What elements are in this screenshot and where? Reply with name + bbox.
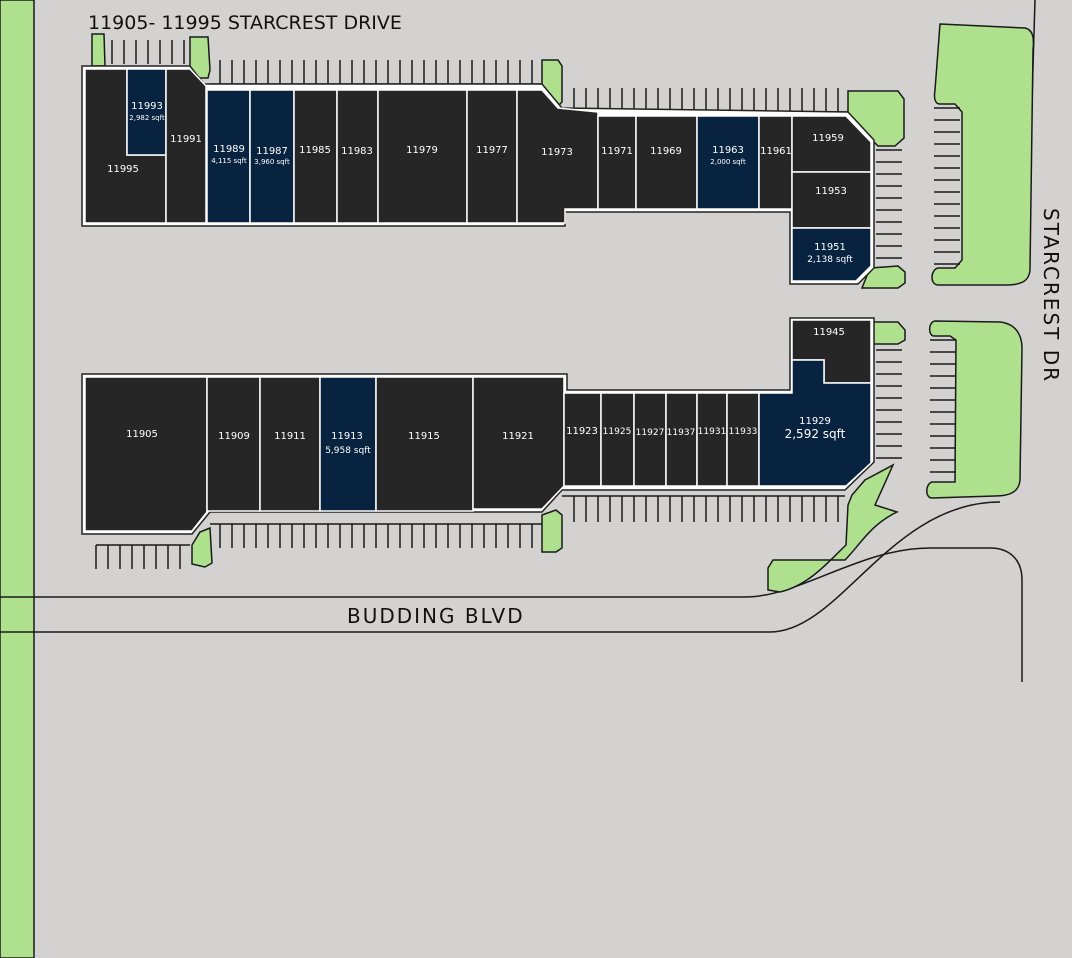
unit-11983[interactable] — [336, 89, 379, 224]
landscape-islands — [91, 23, 1035, 593]
street-label-starcrest-dr: STARCREST DR — [1039, 208, 1063, 383]
unit-11983-label: 11983 — [341, 146, 373, 157]
unit-11913-label: 11913 — [331, 431, 363, 442]
unit-11969[interactable] — [635, 115, 698, 210]
unit-11979-label: 11979 — [406, 145, 438, 156]
unit-11905[interactable] — [84, 376, 208, 532]
unit-11951[interactable] — [791, 227, 872, 282]
unit-11929[interactable] — [758, 359, 872, 487]
unit-11977[interactable] — [466, 89, 518, 224]
unit-11987[interactable] — [249, 89, 295, 224]
unit-11911[interactable] — [259, 376, 321, 512]
unit-11995-label: 11995 — [107, 164, 139, 175]
unit-11913[interactable] — [319, 376, 377, 512]
unit-11923[interactable] — [563, 392, 602, 487]
unit-11921[interactable] — [472, 376, 565, 510]
unit-11961[interactable] — [758, 115, 793, 210]
unit-11989-sqft: 4,115 sqft — [211, 157, 247, 165]
unit-11909[interactable] — [206, 376, 261, 512]
unit-11909-label: 11909 — [218, 431, 250, 442]
unit-11929-sqft: 2,592 sqft — [785, 427, 846, 441]
unit-11993[interactable] — [126, 68, 167, 156]
unit-11993-sqft: 2,982 sqft — [129, 114, 165, 122]
unit-11929-label: 11929 — [799, 416, 831, 427]
unit-11963-sqft: 2,000 sqft — [710, 158, 746, 166]
street-label-budding-blvd: BUDDING BLVD — [347, 604, 525, 628]
unit-11951-label: 11951 — [814, 242, 846, 253]
unit-11913-sqft: 5,958 sqft — [325, 446, 371, 456]
unit-11969-label: 11969 — [650, 146, 682, 157]
unit-11915[interactable] — [375, 376, 474, 512]
unit-11905-label: 11905 — [126, 429, 158, 440]
unit-11987-label: 11987 — [256, 146, 288, 157]
unit-11915-label: 11915 — [408, 431, 440, 442]
unit-11979[interactable] — [377, 89, 468, 224]
unit-11931-label: 11931 — [698, 427, 727, 437]
unit-11959-label: 11959 — [812, 133, 844, 144]
unit-11927-label: 11927 — [636, 428, 665, 438]
unit-11989[interactable] — [206, 89, 251, 224]
unit-11945-label: 11945 — [813, 327, 845, 338]
unit-11925[interactable] — [600, 392, 635, 487]
unit-11989-label: 11989 — [213, 144, 245, 155]
unit-11971[interactable] — [597, 115, 637, 210]
unit-11977-label: 11977 — [476, 145, 508, 156]
unit-11911-label: 11911 — [274, 431, 306, 442]
unit-11925-label: 11925 — [603, 427, 632, 437]
unit-11953-label: 11953 — [815, 186, 847, 197]
unit-11921-label: 11921 — [502, 431, 534, 442]
unit-11953[interactable] — [791, 171, 872, 229]
unit-11963[interactable] — [696, 115, 760, 210]
unit-11923-label: 11923 — [566, 426, 598, 437]
unit-11985[interactable] — [293, 89, 338, 224]
unit-11959[interactable] — [791, 115, 872, 173]
unit-11993-label: 11993 — [131, 101, 163, 112]
unit-11987-sqft: 3,960 sqft — [254, 158, 290, 166]
unit-11937[interactable] — [665, 392, 698, 487]
unit-11951-sqft: 2,138 sqft — [807, 255, 853, 265]
lower-building-units: 11945 11905 11909 11911 11913 5,958 sqft… — [84, 319, 872, 532]
upper-building-units: 11995 11993 2,982 sqft 11991 11989 4,115… — [84, 68, 872, 282]
unit-11971-label: 11971 — [601, 146, 633, 157]
unit-11985-label: 11985 — [299, 145, 331, 156]
unit-11961-label: 11961 — [760, 146, 792, 157]
unit-11973-label: 11973 — [541, 147, 573, 158]
unit-11927[interactable] — [633, 392, 667, 487]
unit-11933-label: 11933 — [729, 427, 758, 437]
left-landscape-strip — [0, 0, 35, 958]
unit-11937-label: 11937 — [667, 428, 696, 438]
unit-11991[interactable] — [165, 68, 207, 224]
unit-11991-label: 11991 — [170, 134, 202, 145]
unit-11933[interactable] — [726, 392, 760, 487]
unit-11963-label: 11963 — [712, 145, 744, 156]
property-title: 11905- 11995 STARCREST DRIVE — [88, 12, 402, 34]
unit-11931[interactable] — [696, 392, 728, 487]
parking-stalls — [95, 40, 960, 569]
